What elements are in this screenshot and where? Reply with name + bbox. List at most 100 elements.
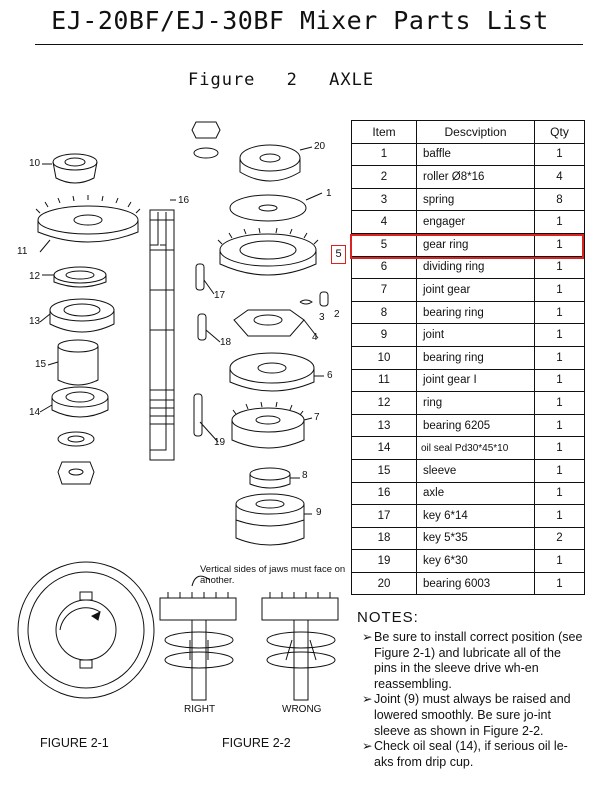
item-cell: 14 [351,436,417,460]
item-cell: 18 [351,526,417,551]
qty-cell: 1 [534,368,585,393]
item-cell: 1 [351,142,417,167]
part-label: 4 [312,332,318,343]
figure-subtitle: Figure 2 AXLE [188,70,375,90]
description-cell: engager [416,210,535,234]
item-cell: 5 [351,232,417,257]
qty-cell: 1 [534,278,585,302]
part-label: 10 [29,158,41,169]
part-8-bearing-ring-drawing [249,467,291,489]
arrow-bullet-icon: ➢ [362,692,373,707]
part-label: 6 [327,370,333,381]
part-4-engager-drawing [233,309,305,337]
qty-cell: 2 [534,526,585,551]
description-cell: ring [416,391,535,415]
qty-cell: 1 [534,571,585,596]
part-label: 12 [29,271,41,282]
part-label: 9 [316,507,322,518]
qty-cell: 1 [534,549,585,573]
note-text: Check oil seal (14), if serious oil le-a… [374,739,568,769]
figure-2-1-caption: FIGURE 2-1 [40,736,109,750]
figure-2-2-wrong-assembly-drawing [261,592,339,701]
part-5-callout-box: 5 [331,245,346,264]
part-label: 7 [314,412,320,423]
description-cell: dividing ring [416,255,535,280]
item-cell: 13 [351,413,417,438]
item-cell: 7 [351,278,417,302]
part-17-key-drawing [195,263,205,291]
part-14-oil-seal-drawing [51,386,109,418]
part-13-bearing-drawing [49,298,115,333]
qty-cell: 1 [534,436,585,460]
item-cell: 15 [351,458,417,483]
description-cell: joint [416,323,535,347]
description-cell: baffle [416,142,535,167]
wrong-caption: WRONG [282,704,322,715]
jaws-note: Vertical sides of jaws must face on anot… [200,564,346,586]
description-cell: joint gear I [416,368,535,393]
note-item: ➢Be sure to install correct position (se… [362,630,584,692]
qty-cell: 1 [534,323,585,347]
part-label: 2 [334,309,340,320]
part-label: 3 [319,312,325,323]
part-label: 8 [302,470,308,481]
arrow-bullet-icon: ➢ [362,630,373,644]
note-text: Be sure to install correct position (see… [374,630,583,691]
figure-2-2-right-assembly-drawing [159,592,237,701]
part-label: 1 [326,188,332,199]
description-cell: bearing 6003 [416,571,535,596]
item-cell: 4 [351,210,417,234]
part-20-bearing-drawing [239,144,301,182]
part-16-axle-drawing [149,209,175,461]
part-12-ring-drawing [53,266,107,288]
part-19-key-drawing [193,393,203,437]
part-label: 13 [29,316,41,327]
item-cell: 17 [351,504,417,528]
item-cell: 12 [351,391,417,415]
qty-cell: 1 [534,504,585,528]
description-cell: sleeve [416,458,535,483]
description-cell: oil seal Pd30*45*10 [416,436,535,460]
column-header-description: Descviption [416,120,535,144]
qty-cell: 1 [534,210,585,234]
qty-cell: 1 [534,391,585,415]
arrow-bullet-icon: ➢ [362,739,373,754]
washer-nut-drawing [57,431,95,485]
notes-list: ➢Be sure to install correct position (se… [362,630,584,770]
part-label: 17 [214,290,226,301]
part-label: 20 [314,141,326,152]
part-label: 14 [29,407,41,418]
item-cell: 16 [351,481,417,506]
description-cell: spring [416,187,535,212]
part-label: 19 [214,437,226,448]
part-9-joint-drawing [235,493,305,546]
part-10-bearing-ring-drawing [52,153,98,184]
part-2-3-roller-spring-drawing [299,291,329,307]
description-cell: key 6*14 [416,504,535,528]
note-item: ➢Check oil seal (14), if serious oil le-… [362,739,584,770]
part-5-gear-ring-drawing [217,227,319,276]
description-cell: joint gear [416,278,535,302]
qty-cell: 1 [534,255,585,280]
part-label: 18 [220,337,232,348]
qty-cell: 4 [534,165,585,189]
part-7-joint-gear-drawing [231,401,305,449]
title-divider [35,44,583,45]
qty-cell: 1 [534,232,585,257]
description-cell: axle [416,481,535,506]
description-cell: key 5*35 [416,526,535,551]
description-cell: bearing ring [416,345,535,370]
